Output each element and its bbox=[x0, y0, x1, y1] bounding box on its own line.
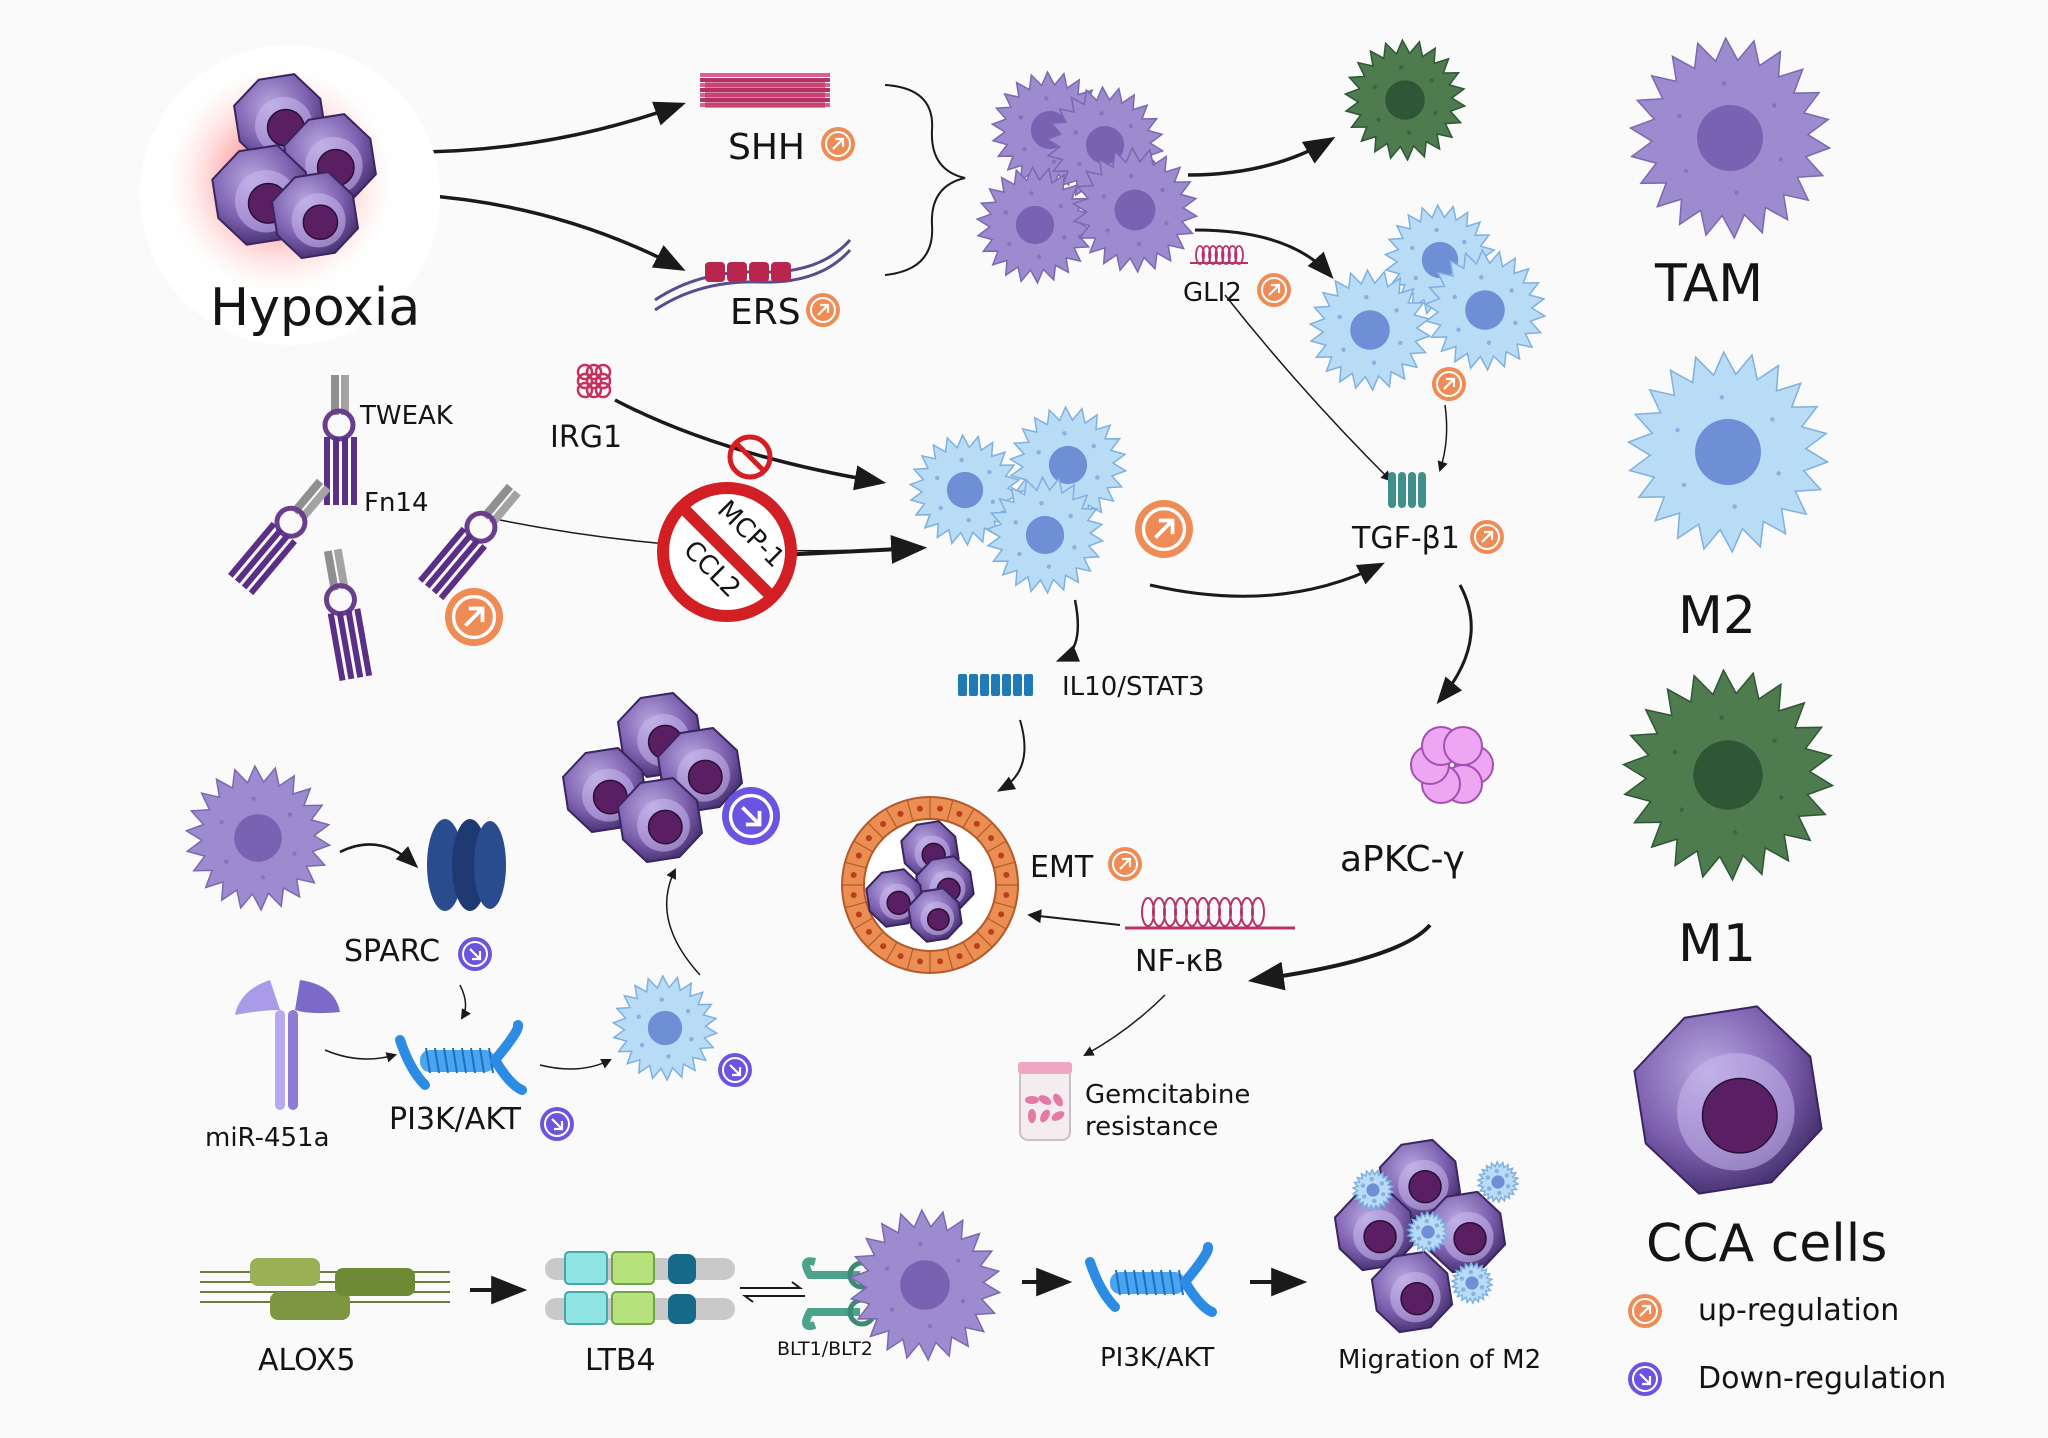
cca-cell bbox=[1423, 1190, 1507, 1274]
legend-cca-label: CCA cells bbox=[1646, 1214, 1888, 1274]
legend-m2-cell bbox=[1626, 350, 1830, 554]
nfkb-coil-icon bbox=[1125, 897, 1295, 930]
inhibition-sign-icon bbox=[727, 434, 773, 480]
up-regulation-icon bbox=[445, 588, 503, 646]
ltb4-label: LTB4 bbox=[585, 1343, 656, 1378]
mir451a-receptor-icon bbox=[235, 980, 340, 1110]
nfkb-label: NF-κB bbox=[1135, 944, 1224, 979]
up-regulation-icon bbox=[1135, 500, 1193, 558]
legend-down-regulation-icon bbox=[1628, 1362, 1662, 1396]
ers-strand-icon bbox=[654, 239, 852, 312]
up-regulation-icon bbox=[1470, 520, 1504, 554]
cca-cell bbox=[617, 777, 703, 863]
m2-cell bbox=[1476, 1160, 1520, 1204]
tweak-fn14-receptor-icon bbox=[322, 375, 357, 505]
fn14-label: Fn14 bbox=[364, 488, 429, 518]
migration-m2-label: Migration of M2 bbox=[1338, 1345, 1542, 1375]
legend-cca-cell bbox=[1633, 1005, 1823, 1195]
il10-stat3-receptor-icon bbox=[958, 674, 1033, 696]
legend-tam-cell bbox=[1628, 36, 1832, 240]
down-regulation-icon bbox=[722, 787, 780, 845]
up-regulation-icon bbox=[821, 127, 855, 161]
apkc-label: aPKC-γ bbox=[1340, 839, 1465, 880]
cca-cell bbox=[1333, 1188, 1417, 1272]
m2-cell bbox=[1351, 1168, 1395, 1212]
down-regulation-icon bbox=[718, 1053, 752, 1087]
reversible-arrow-icon bbox=[740, 1281, 805, 1303]
emt-label: EMT bbox=[1030, 850, 1094, 885]
pi3k-akt-icon bbox=[395, 1020, 527, 1095]
legend-tam-label: TAM bbox=[1655, 254, 1764, 314]
gemcitabine-label: Gemcitabine bbox=[1085, 1080, 1251, 1110]
irg1-protein-icon bbox=[576, 363, 612, 399]
m1-cell bbox=[1343, 38, 1467, 162]
up-regulation-icon bbox=[806, 293, 840, 327]
tweak-label: TWEAK bbox=[360, 401, 453, 431]
tam-cell bbox=[848, 1208, 1002, 1362]
up-regulation-icon bbox=[1108, 847, 1142, 881]
resistance-label: resistance bbox=[1085, 1112, 1219, 1142]
legend-m2-label: M2 bbox=[1678, 586, 1756, 646]
tgfb1-receptor-icon bbox=[1388, 472, 1426, 508]
tweak-fn14-receptor-icon bbox=[418, 483, 521, 601]
legend-up-label: up-regulation bbox=[1698, 1293, 1900, 1328]
ers-label: ERS bbox=[730, 292, 801, 333]
cca-cell bbox=[271, 171, 359, 259]
tweak-fn14-receptor-icon bbox=[228, 478, 331, 596]
up-regulation-icon bbox=[1432, 367, 1466, 401]
alox5-protein-icon bbox=[200, 1258, 450, 1320]
gli2-coil-icon bbox=[1190, 245, 1248, 265]
sparc-protein-icon bbox=[427, 819, 506, 911]
m2-cell bbox=[1423, 248, 1547, 372]
tgfb1-label: TGF-β1 bbox=[1352, 521, 1460, 556]
pi3k-akt-icon bbox=[1085, 1242, 1217, 1317]
legend-m1-cell bbox=[1621, 668, 1835, 882]
blt-label: BLT1/BLT2 bbox=[777, 1338, 873, 1360]
legend-down-label: Down-regulation bbox=[1698, 1361, 1947, 1396]
m2-cell bbox=[611, 974, 719, 1082]
cca-cell bbox=[1378, 1138, 1462, 1222]
tweak-fn14-receptor-icon bbox=[323, 548, 373, 681]
m2-cell bbox=[985, 475, 1105, 595]
shh-protein-icon bbox=[700, 73, 830, 108]
tam-cell bbox=[975, 165, 1095, 285]
pi3k-akt-label: PI3K/AKT bbox=[389, 1102, 521, 1137]
shh-label: SHH bbox=[728, 127, 805, 168]
m2-cell bbox=[908, 433, 1022, 547]
cca-cell bbox=[907, 887, 963, 943]
cca-cell bbox=[1370, 1250, 1454, 1334]
apkc-complex-icon bbox=[1410, 725, 1494, 805]
il10-stat3-label: IL10/STAT3 bbox=[1062, 672, 1205, 702]
up-regulation-icon bbox=[1257, 273, 1291, 307]
m2-cell bbox=[1308, 268, 1432, 392]
connector-lines bbox=[324, 84, 1473, 1305]
down-regulation-icon bbox=[458, 937, 492, 971]
alox5-label: ALOX5 bbox=[258, 1343, 356, 1378]
ltb4-receptor-icon bbox=[545, 1251, 735, 1325]
mir451a-label: miR-451a bbox=[205, 1123, 330, 1153]
m2-cell bbox=[1406, 1210, 1450, 1254]
down-regulation-icon bbox=[540, 1107, 574, 1141]
tam-cell bbox=[184, 764, 332, 912]
legend-up-regulation-icon bbox=[1628, 1294, 1662, 1328]
gli2-label: GLI2 bbox=[1183, 278, 1242, 308]
hypoxia-label: Hypoxia bbox=[210, 278, 421, 338]
pi3k-akt-bottom-label: PI3K/AKT bbox=[1100, 1343, 1215, 1373]
irg1-label: IRG1 bbox=[550, 420, 623, 455]
m2-cell bbox=[1450, 1261, 1494, 1305]
legend-m1-label: M1 bbox=[1678, 914, 1756, 974]
sparc-label: SPARC bbox=[344, 934, 441, 969]
tam-cell bbox=[1071, 146, 1199, 274]
gemcitabine-bottle-icon bbox=[1018, 1062, 1072, 1141]
